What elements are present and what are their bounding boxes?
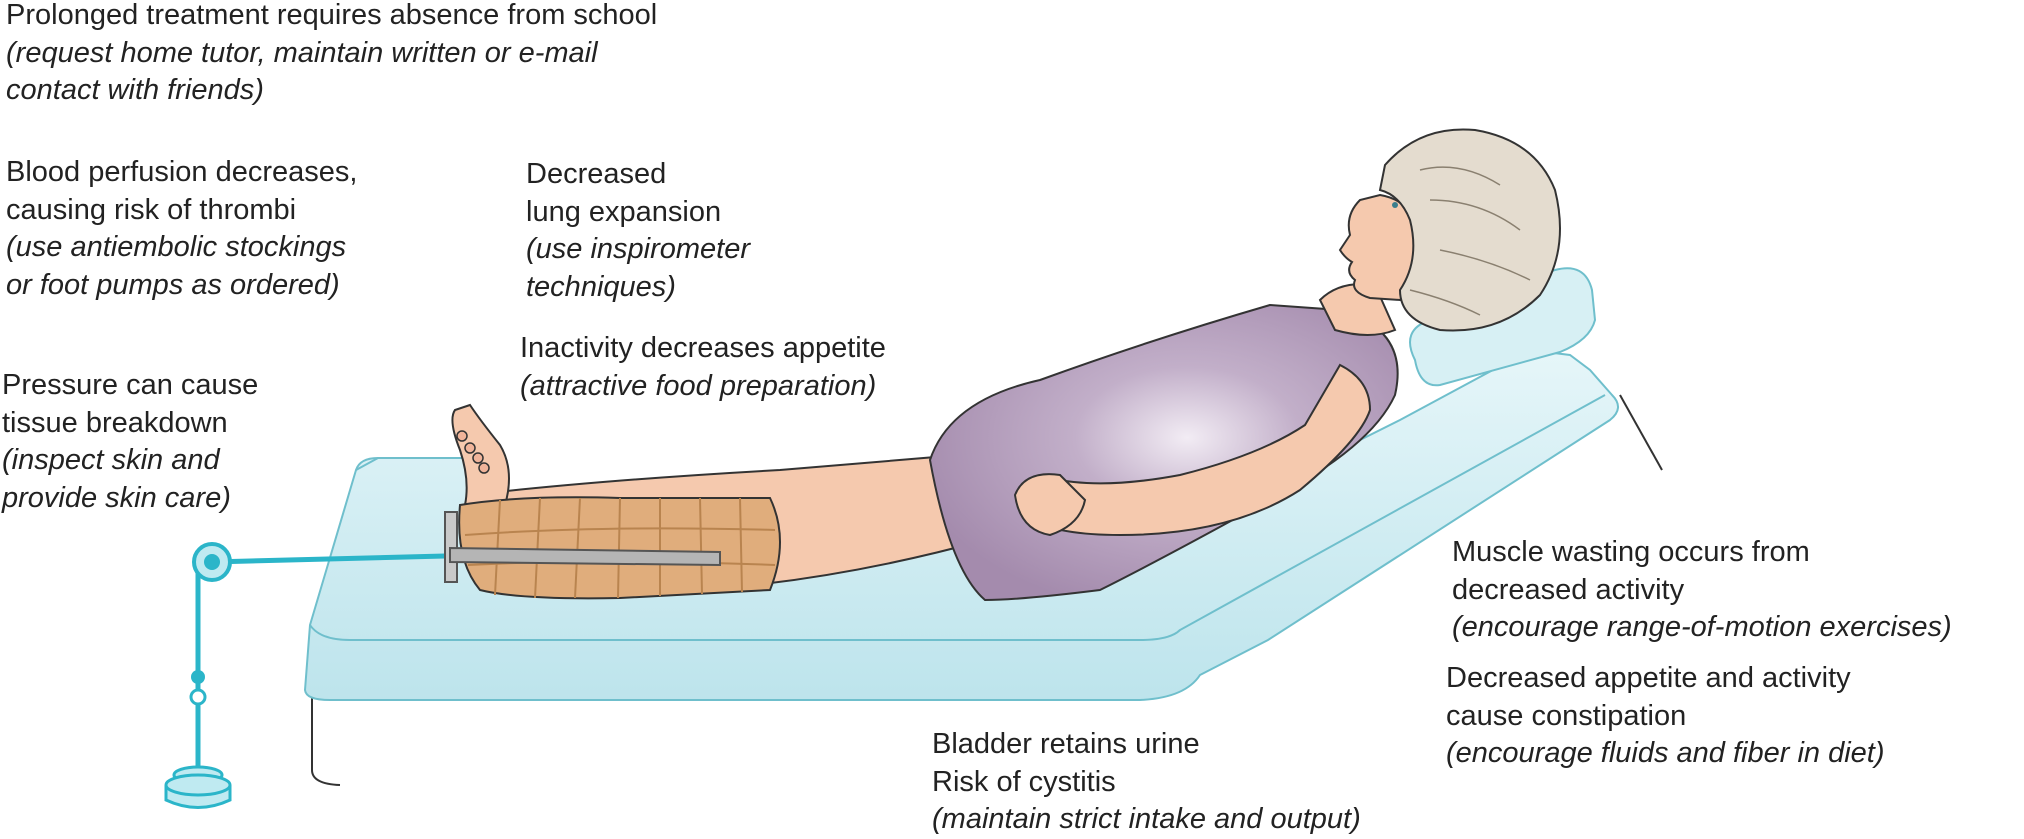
annotation-school: Prolonged treatment requires absence fro… [6, 0, 657, 110]
annotation-muscle: Muscle wasting occurs from decreased act… [1452, 534, 1952, 647]
annotation-perfusion-line: causing risk of thrombi [6, 193, 297, 226]
traction-pulley-icon [192, 542, 232, 582]
annotation-pressure-line: Pressure can cause [2, 369, 259, 401]
annotation-pressure-line: tissue breakdown [2, 406, 228, 439]
annotation-perfusion-note: (use antiembolic stockings [6, 231, 347, 263]
annotation-bladder: Bladder retains urine Risk of cystitis (… [932, 726, 1361, 839]
annotation-school-note: (request home tutor, maintain written or… [6, 36, 598, 69]
annotation-constipation: Decreased appetite and activity cause co… [1446, 660, 1884, 773]
annotation-lung-note: (use inspirometer [526, 233, 751, 265]
annotation-bladder-line: Risk of cystitis [932, 765, 1116, 798]
annotation-perfusion-note: or foot pumps as ordered) [6, 268, 340, 301]
annotation-school-line: Prolonged treatment requires absence fro… [6, 0, 658, 31]
annotation-appetite-line: Inactivity decreases appetite [520, 332, 886, 364]
annotation-bladder-line: Bladder retains urine [932, 728, 1200, 760]
annotation-perfusion-line: Blood perfusion decreases, [6, 156, 358, 188]
hair [1378, 128, 1561, 332]
bed-leg [1619, 394, 1663, 471]
annotation-lung-line: Decreased [526, 158, 667, 190]
annotation-appetite: Inactivity decreases appetite (attractiv… [520, 330, 886, 405]
annotation-school-note: contact with friends) [6, 74, 264, 106]
annotation-constipation-line: Decreased appetite and activity [1446, 662, 1851, 694]
annotation-bladder-note: (maintain strict intake and output) [932, 803, 1361, 835]
leg-cast [458, 496, 781, 600]
annotation-pressure-note: (inspect skin and [2, 444, 220, 476]
annotation-perfusion: Blood perfusion decreases, causing risk … [6, 154, 357, 304]
annotation-muscle-note: (encourage range-of-motion exercises) [1452, 611, 1952, 643]
traction-weight-icon [164, 765, 232, 809]
traction-spreader-bar [444, 511, 721, 583]
mattress [303, 348, 1619, 701]
annotation-pressure: Pressure can cause tissue breakdown (ins… [2, 367, 258, 517]
bed-leg [311, 690, 341, 786]
arm [1028, 363, 1372, 537]
hand [1013, 473, 1087, 537]
annotation-lung-line: lung expansion [526, 195, 722, 228]
annotation-appetite-note: (attractive food preparation) [520, 369, 877, 402]
pillow [1409, 267, 1597, 387]
annotation-muscle-line: Muscle wasting occurs from [1452, 536, 1810, 568]
annotation-constipation-note: (encourage fluids and fiber in diet) [1446, 737, 1885, 769]
annotation-pressure-note: provide skin care) [2, 481, 231, 514]
annotation-constipation-line: cause constipation [1446, 699, 1687, 732]
annotation-muscle-line: decreased activity [1452, 573, 1685, 606]
annotation-lung-note: techniques) [526, 270, 676, 303]
annotation-lung: Decreased lung expansion (use inspiromet… [526, 156, 750, 306]
